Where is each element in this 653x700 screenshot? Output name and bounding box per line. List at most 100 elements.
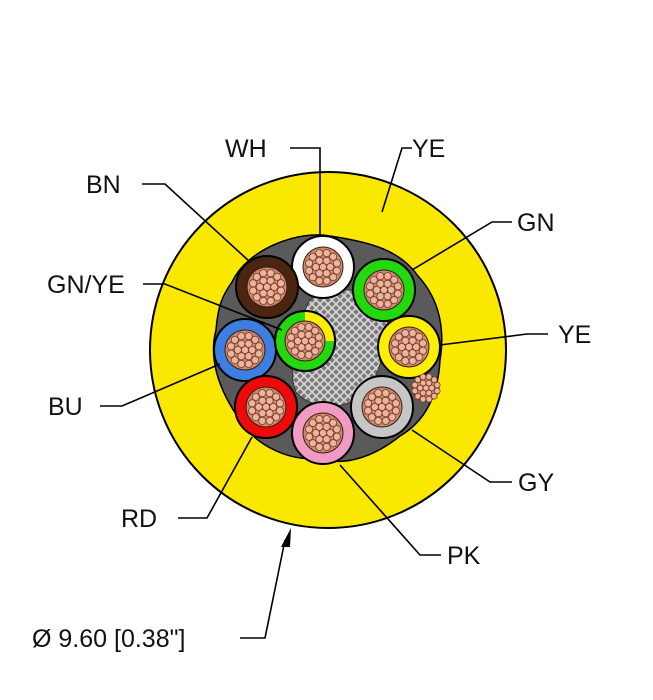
copper-strand <box>376 299 385 308</box>
copper-strand <box>374 389 383 398</box>
copper-strand <box>237 332 246 341</box>
label-wh: WH <box>225 135 267 163</box>
copper-strand <box>230 335 239 344</box>
copper-strand <box>265 416 274 425</box>
copper-strand <box>332 259 341 268</box>
copper-strand <box>329 439 338 448</box>
copper-strand <box>255 282 264 291</box>
copper-strand <box>390 275 399 284</box>
copper-strand <box>251 392 260 401</box>
copper-strand <box>391 406 400 415</box>
copper-strand <box>315 249 324 258</box>
copper-strand <box>401 356 410 365</box>
copper-strand <box>259 296 268 305</box>
copper-strand <box>381 389 390 398</box>
copper-strand <box>315 276 324 285</box>
copper-strand <box>369 296 378 305</box>
leader-rd <box>178 436 253 519</box>
copper-strand <box>287 340 296 349</box>
copper-strand <box>388 392 397 401</box>
copper-strand <box>258 409 267 418</box>
copper-strand <box>415 332 424 341</box>
copper-strand <box>383 299 392 308</box>
copper-strand <box>425 395 433 403</box>
copper-strand <box>315 415 324 424</box>
copper-strand <box>387 285 396 294</box>
copper-strand <box>376 272 385 281</box>
copper-strand <box>304 330 313 339</box>
copper-strand <box>391 346 400 355</box>
conductor-gnye <box>274 310 336 372</box>
copper-strand <box>366 282 375 291</box>
copper-strand <box>314 333 323 342</box>
copper-strand <box>305 432 314 441</box>
copper-strand <box>254 402 263 411</box>
copper-strand <box>416 384 424 392</box>
copper-strand <box>329 418 338 427</box>
copper-strand <box>311 262 320 271</box>
copper-strand <box>251 335 260 344</box>
copper-strand <box>275 399 284 408</box>
copper-strand <box>397 342 406 351</box>
copper-strand <box>419 379 427 387</box>
copper-strand <box>287 333 296 342</box>
copper-strand <box>308 418 317 427</box>
copper-strand <box>322 276 331 285</box>
copper-strand <box>265 409 274 418</box>
copper-strand <box>376 292 385 301</box>
copper-strand <box>305 425 314 434</box>
copper-strand <box>332 266 341 275</box>
copper-strand <box>322 442 331 451</box>
copper-strand <box>259 289 268 298</box>
copper-strand <box>393 282 402 291</box>
copper-strand <box>390 296 399 305</box>
copper-strand <box>374 396 383 405</box>
copper-strand <box>367 392 376 401</box>
copper-strand <box>308 336 317 345</box>
copper-strand <box>408 336 417 345</box>
copper-strand <box>251 356 260 365</box>
conductor-wh <box>291 235 355 299</box>
copper-strand <box>408 329 417 338</box>
copper-strand <box>244 332 253 341</box>
copper-strand <box>273 293 282 302</box>
copper-strand <box>430 392 438 400</box>
copper-strand <box>249 286 258 295</box>
copper-strand <box>297 330 306 339</box>
copper-strand <box>425 389 433 397</box>
label-bu: BU <box>48 393 83 421</box>
copper-strand <box>332 432 341 441</box>
label-bn: BN <box>86 171 121 199</box>
copper-strand <box>433 381 441 389</box>
copper-strand <box>293 336 302 345</box>
copper-strand <box>276 286 285 295</box>
copper-strand <box>308 273 317 282</box>
copper-strand <box>266 296 275 305</box>
copper-strand <box>237 352 246 361</box>
copper-strand <box>419 373 427 381</box>
copper-strand <box>230 356 239 365</box>
copper-strand <box>315 269 324 278</box>
copper-strand <box>308 252 317 261</box>
copper-strand <box>366 289 375 298</box>
copper-strand <box>254 342 263 351</box>
copper-strand <box>237 339 246 348</box>
copper-strand <box>227 342 236 351</box>
copper-strand <box>329 273 338 282</box>
copper-strand <box>411 381 419 389</box>
copper-strand <box>425 373 433 381</box>
copper-strand <box>244 359 253 368</box>
copper-strand <box>254 349 263 358</box>
copper-strand <box>364 406 373 415</box>
leader-bu <box>100 363 221 407</box>
copper-strand <box>297 350 306 359</box>
copper-strand <box>315 422 324 431</box>
copper-strand <box>374 409 383 418</box>
copper-strand <box>388 413 397 422</box>
copper-strand <box>414 376 422 384</box>
copper-strand <box>326 262 335 271</box>
copper-strand <box>244 339 253 348</box>
copper-strand <box>252 272 261 281</box>
copper-strand <box>322 435 331 444</box>
copper-strand <box>322 415 331 424</box>
